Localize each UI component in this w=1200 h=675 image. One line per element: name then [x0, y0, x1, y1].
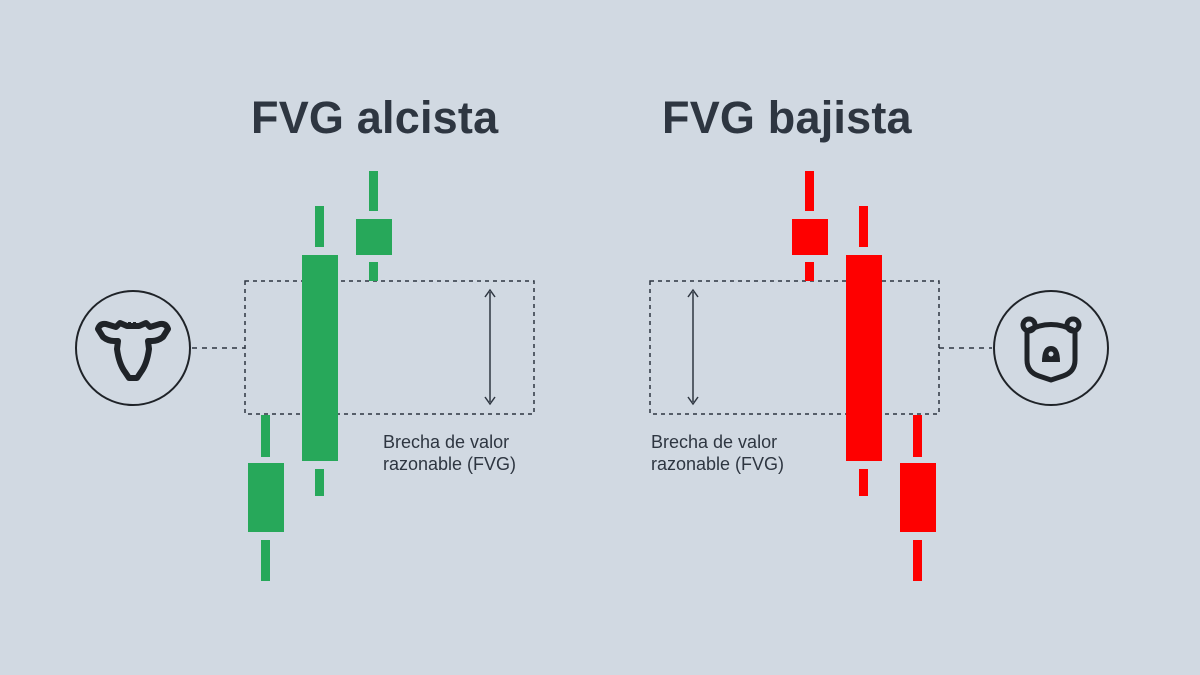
bullish-candle-1-lower-wick — [261, 540, 270, 581]
bullish-fvg-title: FVG alcista — [251, 92, 499, 143]
bullish-candle-3-body — [356, 219, 392, 255]
bullish-candle-1-upper-wick — [261, 415, 270, 457]
bullish-candle-2-body — [302, 255, 338, 461]
bearish-candle-1-lower-wick — [805, 262, 814, 281]
bullish-candle-1-body — [248, 463, 284, 532]
bearish-candle-1 — [792, 171, 828, 281]
bullish-candle-1 — [248, 415, 284, 581]
bearish-candle-2-body — [846, 255, 882, 461]
bearish-candle-1-upper-wick — [805, 171, 814, 211]
bearish-gap-label-line1: Brecha de valor — [651, 432, 777, 452]
bearish-fvg-title: FVG bajista — [662, 92, 912, 143]
bullish-candle-2-lower-wick — [315, 469, 324, 496]
bearish-candle-2 — [846, 206, 882, 496]
bullish-candle-2 — [302, 206, 338, 496]
bullish-candle-3-lower-wick — [369, 262, 378, 281]
bearish-candle-3-upper-wick — [913, 415, 922, 457]
bear-icon — [993, 290, 1109, 406]
bearish-fvg-panel: Brecha de valor razonable (FVG) — [649, 171, 1109, 581]
bearish-gap-arrow — [687, 288, 699, 406]
bullish-fvg-panel: Brecha de valor razonable (FVG) — [75, 171, 535, 581]
bearish-candle-2-lower-wick — [859, 469, 868, 496]
bull-icon — [75, 290, 191, 406]
bullish-candle-3 — [356, 171, 392, 281]
bearish-gap-label-line2: razonable (FVG) — [651, 454, 784, 474]
bullish-gap-label-line1: Brecha de valor — [383, 432, 509, 452]
bullish-candle-2-upper-wick — [315, 206, 324, 247]
bullish-gap-label: Brecha de valor razonable (FVG) — [383, 432, 516, 474]
bearish-candle-3-body — [900, 463, 936, 532]
bullish-gap-arrow — [484, 288, 496, 406]
bearish-candle-1-body — [792, 219, 828, 255]
bearish-candle-2-upper-wick — [859, 206, 868, 247]
bearish-candle-3 — [900, 415, 936, 581]
bullish-candle-3-upper-wick — [369, 171, 378, 211]
bearish-candle-3-lower-wick — [913, 540, 922, 581]
bearish-gap-label: Brecha de valor razonable (FVG) — [651, 432, 784, 474]
bullish-gap-label-line2: razonable (FVG) — [383, 454, 516, 474]
